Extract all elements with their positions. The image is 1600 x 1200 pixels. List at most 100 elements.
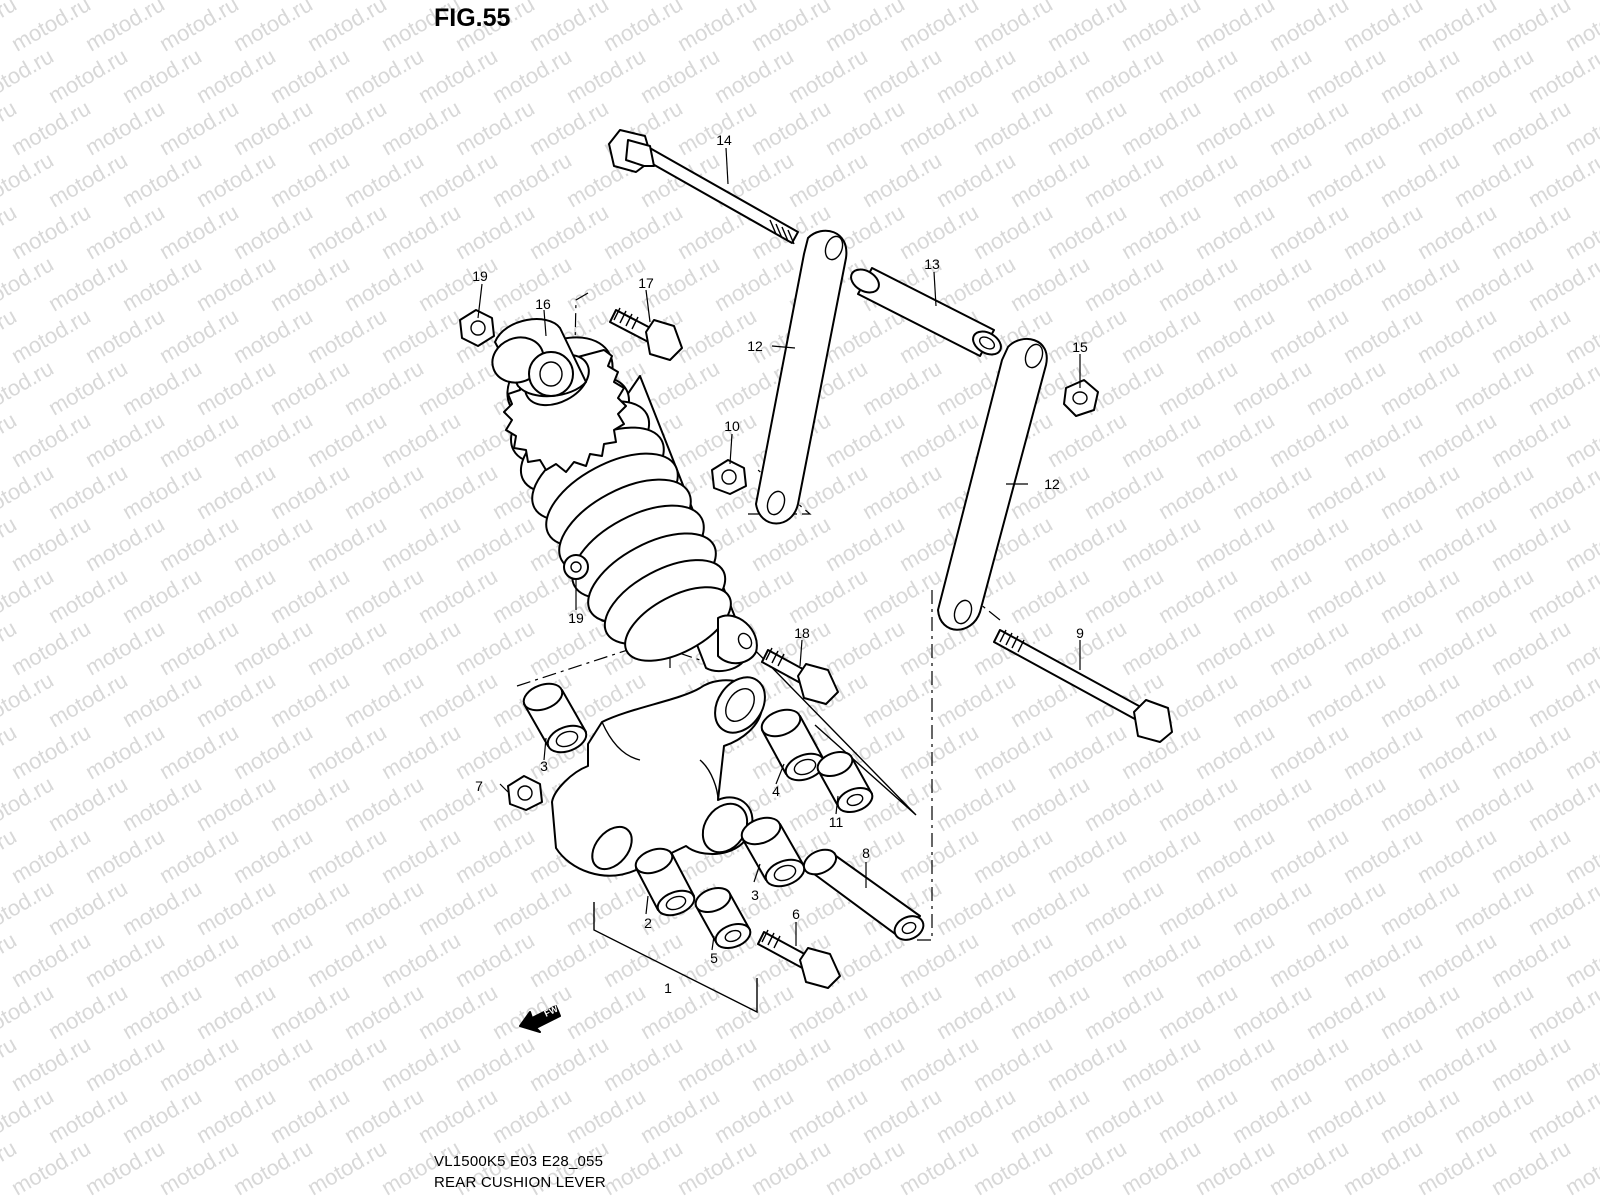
watermark-text: motod.ru <box>488 43 576 108</box>
watermark-text: motod.ru <box>969 95 1057 160</box>
nut-10 <box>711 459 747 495</box>
watermark-text: motod.ru <box>192 875 280 940</box>
watermark-text: motod.ru <box>1265 719 1353 784</box>
watermark-text: motod.ru <box>1265 615 1353 680</box>
watermark-text: motod.ru <box>525 0 613 56</box>
watermark-text: motod.ru <box>858 147 946 212</box>
watermark-text: motod.ru <box>525 927 613 992</box>
watermark-text: motod.ru <box>340 459 428 524</box>
watermark-text: motod.ru <box>44 43 132 108</box>
watermark-text: motod.ru <box>377 95 465 160</box>
watermark-text: motod.ru <box>81 303 169 368</box>
watermark-text: motod.ru <box>414 147 502 212</box>
watermark-text: motod.ru <box>599 927 687 992</box>
watermark-text: motod.ru <box>1006 771 1094 836</box>
callout-10: 10 <box>724 418 740 434</box>
watermark-text: motod.ru <box>1154 1083 1242 1148</box>
watermark-text: motod.ru <box>1191 0 1279 56</box>
nut-15 <box>1063 379 1099 417</box>
watermark-text: motod.ru <box>1376 979 1464 1044</box>
watermark-text: motod.ru <box>1191 719 1279 784</box>
cushion-lever-1 <box>551 676 766 877</box>
watermark-text: motod.ru <box>192 1083 280 1148</box>
watermark-text: motod.ru <box>562 43 650 108</box>
watermark-text: motod.ru <box>1413 1031 1501 1096</box>
watermark-text: motod.ru <box>1043 0 1131 56</box>
callout-12-left: 12 <box>747 338 763 354</box>
bolt-14 <box>608 129 799 245</box>
watermark-text: motod.ru <box>118 355 206 420</box>
watermark-text: motod.ru <box>1265 0 1353 56</box>
watermark-text: motod.ru <box>44 667 132 732</box>
watermark-text: motod.ru <box>303 199 391 264</box>
watermark-text: motod.ru <box>118 979 206 1044</box>
watermark-text: motod.ru <box>1154 43 1242 108</box>
watermark-text: motod.ru <box>303 719 391 784</box>
watermark-text: motod.ru <box>1487 1135 1575 1200</box>
watermark-text: motod.ru <box>1450 771 1538 836</box>
watermark-text: motod.ru <box>155 199 243 264</box>
watermark-text: motod.ru <box>44 979 132 1044</box>
callout-16: 16 <box>535 296 551 312</box>
watermark-text: motod.ru <box>1154 563 1242 628</box>
watermark-text: motod.ru <box>377 303 465 368</box>
watermark-text: motod.ru <box>562 979 650 1044</box>
watermark-text: motod.ru <box>1339 615 1427 680</box>
watermark-text: motod.ru <box>784 147 872 212</box>
watermark-text: motod.ru <box>266 875 354 940</box>
watermark-text: motod.ru <box>636 43 724 108</box>
callout-13: 13 <box>924 256 940 272</box>
watermark-text: motod.ru <box>1006 1083 1094 1148</box>
watermark-text: motod.ru <box>118 875 206 940</box>
watermark-text: motod.ru <box>710 1083 798 1148</box>
watermark-text: motod.ru <box>821 1031 909 1096</box>
watermark-text: motod.ru <box>1154 979 1242 1044</box>
watermark-text: motod.ru <box>1339 95 1427 160</box>
watermark-text: motod.ru <box>525 199 613 264</box>
watermark-text: motod.ru <box>451 511 539 576</box>
watermark-text: motod.ru <box>562 875 650 940</box>
watermark-text: motod.ru <box>81 615 169 680</box>
watermark-text: motod.ru <box>821 95 909 160</box>
watermark-text: motod.ru <box>1043 95 1131 160</box>
watermark-text: motod.ru <box>1339 1135 1427 1200</box>
watermark-text: motod.ru <box>451 95 539 160</box>
watermark-text: motod.ru <box>1450 251 1538 316</box>
watermark-text: motod.ru <box>7 927 95 992</box>
watermark-text: motod.ru <box>1302 355 1390 420</box>
watermark-text: motod.ru <box>414 563 502 628</box>
callout-15: 15 <box>1072 339 1088 355</box>
watermark-text: motod.ru <box>266 667 354 732</box>
watermark-text: motod.ru <box>932 979 1020 1044</box>
watermark-text: motod.ru <box>81 823 169 888</box>
watermark-text: motod.ru <box>266 43 354 108</box>
watermark-text: motod.ru <box>932 147 1020 212</box>
watermark-text: motod.ru <box>192 251 280 316</box>
watermark-text: motod.ru <box>155 823 243 888</box>
watermark-text: motod.ru <box>1487 823 1575 888</box>
watermark-text: motod.ru <box>1191 199 1279 264</box>
watermark-text: motod.ru <box>414 251 502 316</box>
watermark-text: motod.ru <box>229 407 317 472</box>
watermark-text: motod.ru <box>1080 459 1168 524</box>
bolt-17 <box>609 307 683 361</box>
watermark-text: motod.ru <box>7 823 95 888</box>
watermark-text: motod.ru <box>303 927 391 992</box>
watermark-text: motod.ru <box>1043 1031 1131 1096</box>
bushing-2 <box>634 847 696 917</box>
watermark-text: motod.ru <box>1080 1083 1168 1148</box>
watermark-text: motod.ru <box>1191 95 1279 160</box>
watermark-text: motod.ru <box>303 615 391 680</box>
watermark-text: motod.ru <box>377 823 465 888</box>
watermark-text: motod.ru <box>229 303 317 368</box>
watermark-text: motod.ru <box>81 719 169 784</box>
watermark-text: motod.ru <box>673 0 761 56</box>
watermark-text: motod.ru <box>1339 407 1427 472</box>
watermark-text: motod.ru <box>81 1135 169 1200</box>
watermark-text: motod.ru <box>525 95 613 160</box>
watermark-text: motod.ru <box>1413 511 1501 576</box>
watermark-text: motod.ru <box>118 251 206 316</box>
watermark-text: motod.ru <box>488 563 576 628</box>
